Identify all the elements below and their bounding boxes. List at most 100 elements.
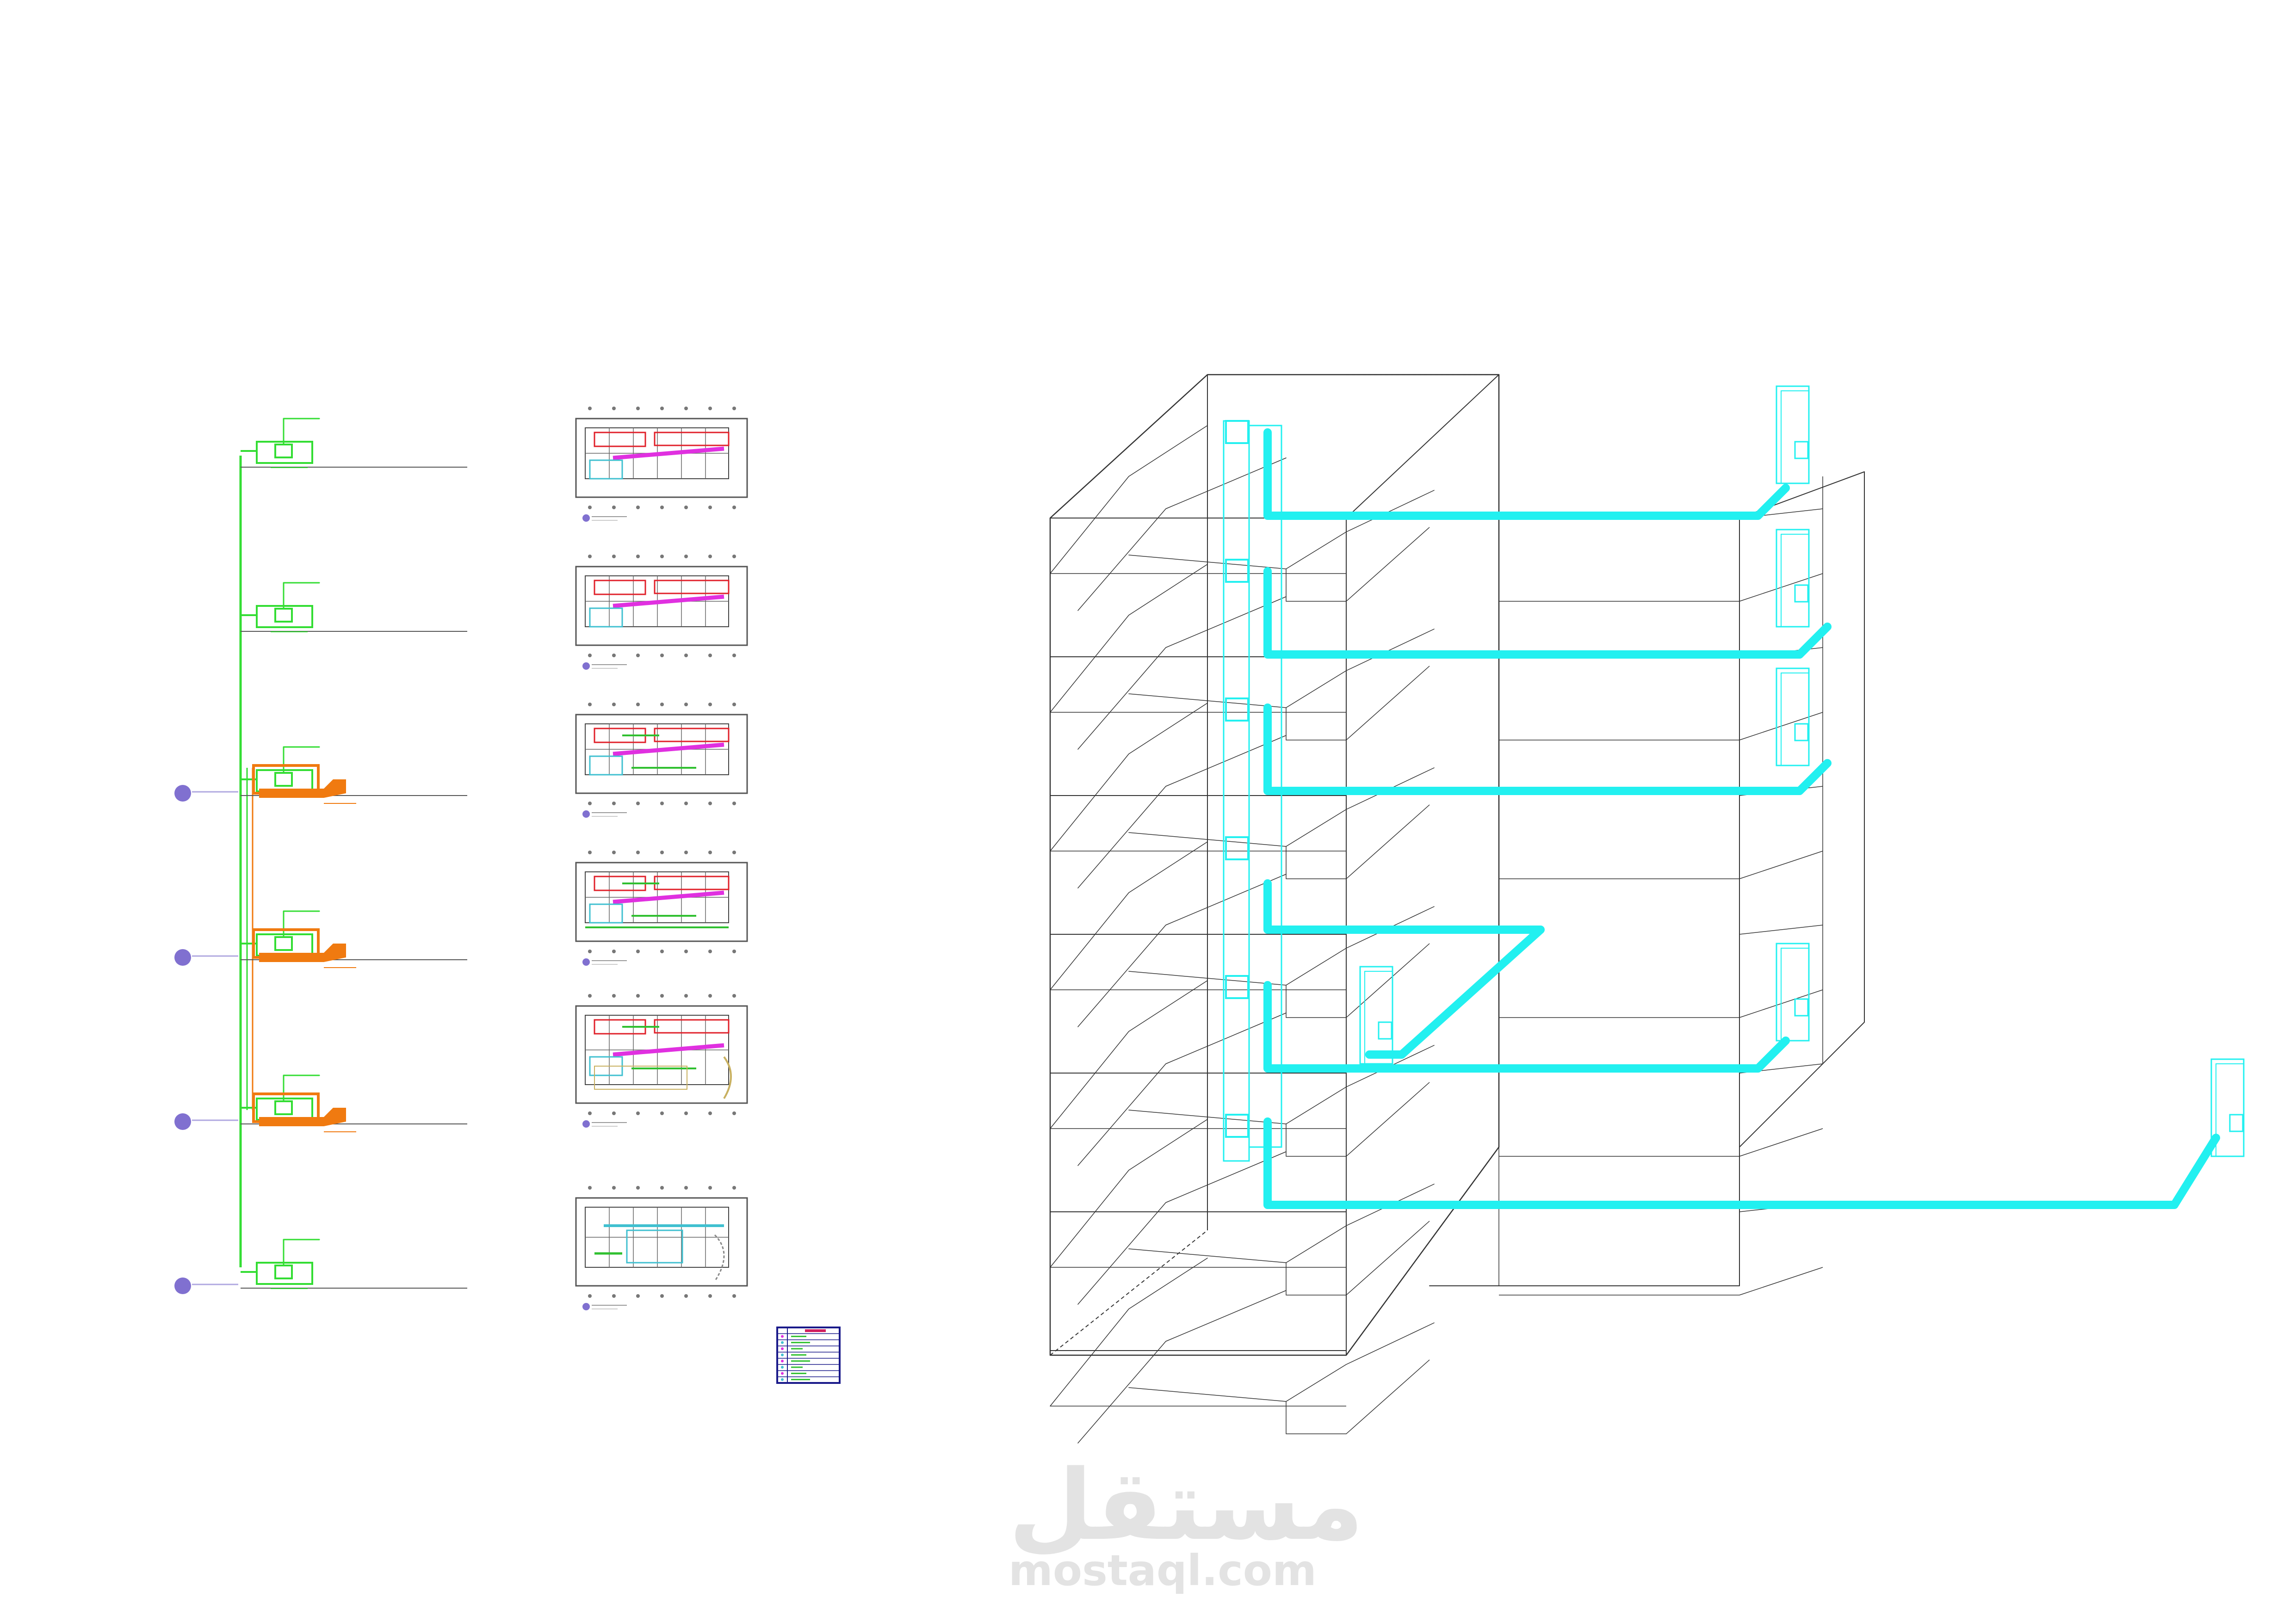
distribution-board <box>256 441 313 464</box>
ramp-edge <box>1077 874 1287 1027</box>
ramp-diagonal <box>1346 1359 1430 1434</box>
ac-unit-coil <box>1378 1021 1392 1040</box>
grid-bubble <box>588 506 592 509</box>
reference-bubble <box>174 1113 191 1130</box>
ramp-diagonal <box>1346 804 1430 879</box>
grid-bubble <box>708 407 712 410</box>
grid-bubble <box>708 555 712 558</box>
grid-bubble <box>684 950 688 953</box>
plan-cyan-zone <box>589 903 623 924</box>
ramp-edge <box>1077 1151 1287 1305</box>
plan-cyan-zone <box>626 1229 683 1264</box>
ramp-edge <box>1050 564 1208 713</box>
ramp-edge <box>1077 1012 1287 1166</box>
breaker-box <box>274 444 293 458</box>
watermark-arabic: مستقل <box>1009 1449 1364 1562</box>
grid-bubble <box>612 506 616 509</box>
grid-bubble <box>660 802 664 805</box>
riser-unit <box>1225 1114 1249 1138</box>
ramp-step <box>1286 985 1347 1018</box>
plan-title-bubble <box>582 810 590 818</box>
grid-bubble <box>708 506 712 509</box>
grid-bubble <box>660 1111 664 1115</box>
grid-bubble <box>636 654 640 657</box>
grid-bubble <box>708 1111 712 1115</box>
grid-bubble <box>588 703 592 706</box>
ac-unit-inner <box>1781 534 1809 627</box>
floor-plan-5 <box>575 994 748 1128</box>
riser-unit <box>1225 420 1249 444</box>
riser-floor-2 <box>241 582 467 632</box>
grid-bubble <box>636 1111 640 1115</box>
grid-bubble <box>660 407 664 410</box>
riser-floor-3 <box>174 746 467 804</box>
ramp-edge <box>1050 703 1208 852</box>
grid-bubble <box>708 851 712 854</box>
slab-side <box>1346 652 1499 796</box>
grid-bubble <box>732 994 736 998</box>
riser-floor-1 <box>241 418 467 468</box>
plan-magenta-duct <box>613 1043 724 1057</box>
grid-bubble <box>660 851 664 854</box>
riser-unit <box>1225 559 1249 583</box>
grid-bubble <box>636 407 640 410</box>
ac-unit-coil <box>1794 441 1809 459</box>
floor-plan-1 <box>575 407 748 522</box>
grid-bubble <box>684 506 688 509</box>
floor-plan-4 <box>575 851 748 966</box>
ramp-diagonal <box>1346 666 1430 741</box>
ramp-edge <box>1077 1290 1287 1444</box>
legend-symbol <box>781 1378 784 1381</box>
watermark-latin: mostaql.com <box>1009 1546 1317 1595</box>
breaker-box <box>274 936 293 951</box>
grid-bubble <box>732 506 736 509</box>
ramp-step <box>1286 707 1347 741</box>
grid-bubble <box>708 994 712 998</box>
grid-bubble <box>588 950 592 953</box>
cyan-pipe-network <box>1223 385 2245 1209</box>
grid-bubble <box>636 555 640 558</box>
legend-symbol <box>781 1353 784 1357</box>
grid-bubble <box>636 1294 640 1298</box>
reference-bubble <box>174 785 191 802</box>
cyan-floor-pipe <box>1263 981 1790 1073</box>
ac-unit-coil <box>1794 584 1809 603</box>
grid-bubble <box>588 555 592 558</box>
distribution-board <box>256 1262 313 1285</box>
ac-unit-inner <box>1364 971 1393 1064</box>
slab-side <box>1346 1207 1499 1351</box>
plan-cyan-zone <box>589 607 623 628</box>
legend-symbol <box>781 1372 784 1375</box>
electrical-riser-diagram <box>174 418 467 1294</box>
plan-magenta-duct <box>613 446 724 460</box>
grid-bubble <box>612 407 616 410</box>
breaker-box <box>274 1100 293 1115</box>
grid-bubble <box>588 851 592 854</box>
annex-slab-side <box>1739 851 1823 879</box>
legend-table <box>776 1327 841 1384</box>
breaker-box <box>274 1265 293 1279</box>
iso-floor-3 <box>1050 652 1499 889</box>
plan-cyan-zone <box>589 459 623 480</box>
grid-bubble <box>588 802 592 805</box>
grid-bubble <box>612 1294 616 1298</box>
annex-slab-side <box>1739 1267 1823 1296</box>
ramp-edge <box>1050 980 1208 1129</box>
ramp-edge <box>1077 596 1287 750</box>
feeder-line <box>283 582 320 610</box>
cyan-floor-pipe <box>1263 704 1832 795</box>
distribution-board <box>256 605 313 628</box>
grid-bubble <box>708 950 712 953</box>
grid-bubble <box>636 506 640 509</box>
grid-bubble <box>684 407 688 410</box>
grid-bubble <box>588 1294 592 1298</box>
plan-ramp <box>723 1056 732 1099</box>
slab-side <box>1346 791 1499 934</box>
cyan-floor-pipe <box>1263 567 1832 659</box>
cyan-riser-shaft <box>1223 420 1250 1162</box>
ac-unit-3 <box>1776 667 1810 766</box>
ramp-step <box>1286 568 1347 602</box>
legend-frame <box>776 1327 841 1384</box>
riser-unit <box>1225 836 1249 860</box>
building-edge <box>1346 374 1499 518</box>
